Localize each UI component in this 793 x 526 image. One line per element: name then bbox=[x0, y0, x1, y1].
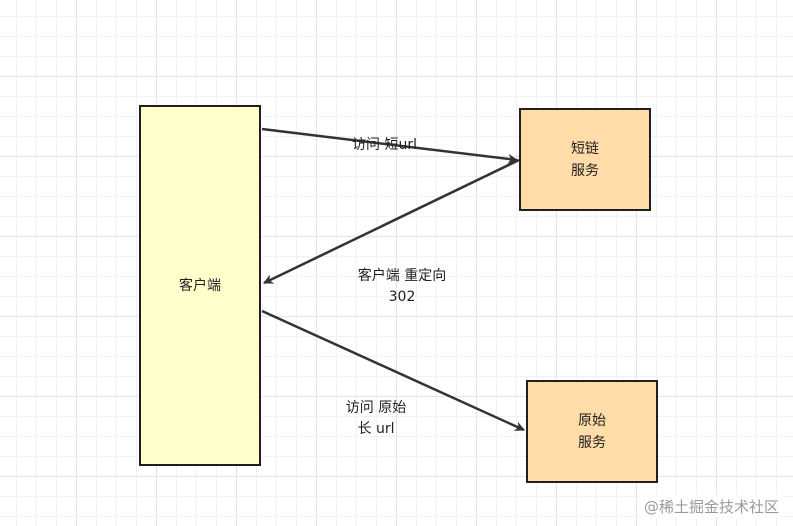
edge-label-redirect-line2: 302 bbox=[388, 289, 416, 305]
edge-label-redirect: 客户端 重定向 302 bbox=[347, 266, 457, 308]
origin-service-node: 原始 服务 bbox=[526, 380, 658, 483]
short-link-service-label-line2: 服务 bbox=[571, 162, 599, 179]
edge-label-visit-short-url: 访问 短url bbox=[352, 137, 417, 153]
edge-client-to-short-service bbox=[261, 127, 518, 164]
origin-service-label-line1: 原始 bbox=[578, 412, 606, 429]
client-node: 客户端 bbox=[139, 105, 261, 466]
edge-client-to-origin-service bbox=[261, 309, 525, 432]
short-link-service-node: 短链 服务 bbox=[519, 108, 651, 211]
edge-label-visit-long-url-line2: 长 url bbox=[357, 421, 395, 437]
client-label: 客户端 bbox=[179, 277, 221, 294]
edge-label-visit-long-url-line1: 访问 原始 bbox=[345, 400, 407, 416]
short-link-service-label-line1: 短链 bbox=[571, 140, 599, 157]
watermark: @稀土掘金技术社区 bbox=[639, 495, 783, 518]
edge-label-redirect-line1: 客户端 重定向 bbox=[357, 268, 447, 284]
edge-short-service-to-client bbox=[263, 158, 520, 285]
origin-service-label-line2: 服务 bbox=[578, 434, 606, 451]
edge-label-visit-long-url: 访问 原始 长 url bbox=[333, 398, 419, 440]
